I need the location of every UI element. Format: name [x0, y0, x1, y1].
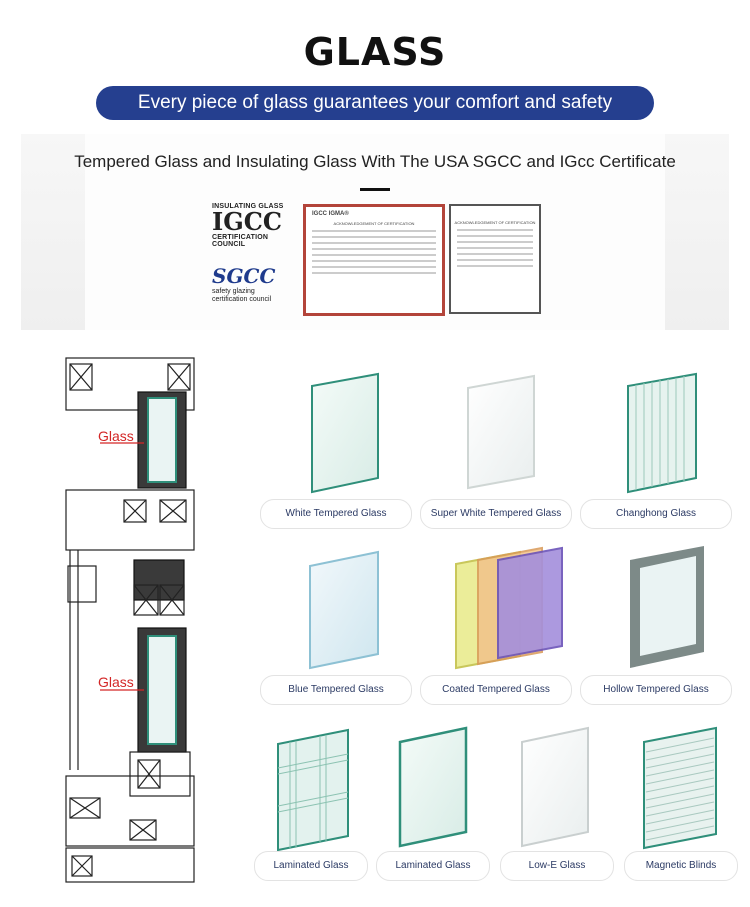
coated-tempered-glass-image — [455, 546, 563, 670]
laminated-glass-image-2 — [398, 726, 468, 848]
glass-type-label: Laminated Glass — [254, 851, 368, 881]
divider — [360, 188, 390, 191]
magnetic-blinds-image — [643, 726, 717, 850]
slogan-banner: Every piece of glass guarantees your com… — [96, 86, 654, 120]
igcc-certificate-document: IGCC IGMA® ACKNOWLEDGEMENT OF CERTIFICAT… — [303, 204, 445, 316]
sgcc-logo: SGCC safety glazing certification counci… — [212, 264, 276, 303]
window-profile-diagram — [65, 357, 195, 883]
glass-type-label: Magnetic Blinds — [624, 851, 738, 881]
glass-type-label: Blue Tempered Glass — [260, 675, 412, 705]
certificate-heading: Tempered Glass and Insulating Glass With… — [74, 152, 676, 171]
glass-type-label: White Tempered Glass — [260, 499, 412, 529]
igcc-logo: INSULATING GLASS IGCC CERTIFICATION COUN… — [212, 203, 284, 248]
glass-type-label: Laminated Glass — [376, 851, 490, 881]
glass-callout-label: Glass — [98, 428, 134, 444]
glass-type-label: Coated Tempered Glass — [420, 675, 572, 705]
super-white-tempered-glass-image — [467, 374, 535, 490]
glass-type-label: Low-E Glass — [500, 851, 614, 881]
glass-type-label: Changhong Glass — [580, 499, 732, 529]
glass-type-label: Hollow Tempered Glass — [580, 675, 732, 705]
hollow-tempered-glass-image — [630, 546, 704, 668]
changhong-glass-image — [627, 372, 697, 494]
sgcc-certificate-document: ACKNOWLEDGEMENT OF CERTIFICATION — [449, 204, 541, 314]
glass-type-label: Super White Tempered Glass — [420, 499, 572, 529]
glass-callout-label: Glass — [98, 674, 134, 690]
low-e-glass-image — [521, 726, 589, 848]
page-title: GLASS — [303, 30, 447, 74]
white-tempered-glass-image — [311, 372, 379, 494]
blue-tempered-glass-image — [309, 550, 379, 670]
laminated-glass-image-1 — [277, 728, 349, 852]
